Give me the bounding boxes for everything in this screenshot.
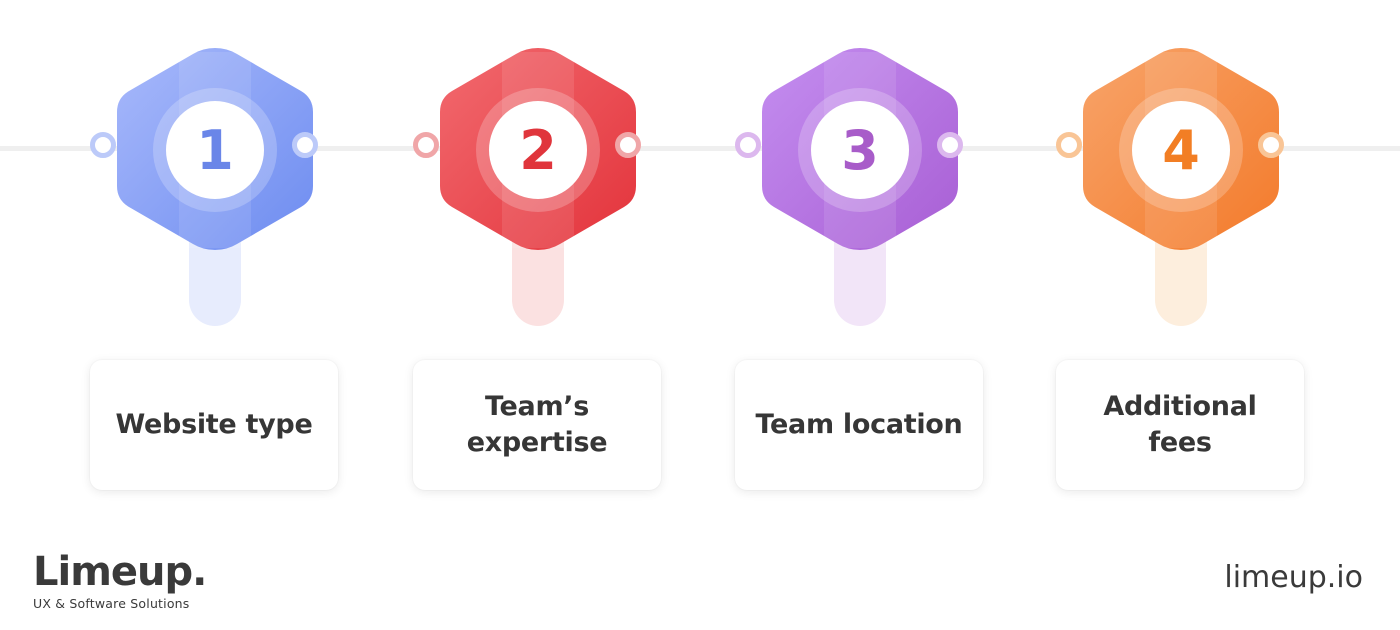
step-number: 1	[196, 118, 234, 182]
step-number: 4	[1162, 118, 1200, 182]
step-card: Team’s expertise	[413, 360, 661, 490]
step-label: Additional fees	[1103, 391, 1257, 458]
step-label: Website type	[115, 409, 313, 440]
step-1: 1 Website type	[90, 0, 340, 500]
hexagon-badge	[117, 48, 313, 250]
step-card: Team location	[735, 360, 983, 490]
hexagon-badge	[762, 48, 958, 250]
step-number: 2	[519, 118, 557, 182]
step-card: Website type	[90, 360, 338, 490]
number-circle	[166, 101, 264, 199]
brand-logo: Limeup. UX & Software Solutions	[33, 548, 207, 611]
step-label: Team’s expertise	[466, 391, 608, 458]
connector-left	[413, 132, 439, 158]
connector-right	[1258, 132, 1284, 158]
connector-right	[937, 132, 963, 158]
site-url: limeup.io	[1224, 560, 1363, 595]
step-2: 2 Team’s expertise	[413, 0, 663, 500]
brand-tagline: UX & Software Solutions	[33, 596, 190, 611]
step-label: Team location	[755, 409, 963, 440]
step-3: 3 Team location	[735, 0, 985, 500]
brand-name: Limeup.	[33, 549, 207, 595]
connector-right	[615, 132, 641, 158]
connector-left	[735, 132, 761, 158]
step-card: Additional fees	[1056, 360, 1304, 490]
hexagon-badge	[440, 48, 636, 250]
number-circle	[1132, 101, 1230, 199]
step-number: 3	[841, 118, 879, 182]
connector-left	[1056, 132, 1082, 158]
number-circle	[811, 101, 909, 199]
step-4: 4 Additional fees	[1056, 0, 1306, 500]
hexagon-badge	[1083, 48, 1279, 250]
connector-right	[292, 132, 318, 158]
number-circle	[489, 101, 587, 199]
connector-left	[90, 132, 116, 158]
timeline-line	[0, 146, 1400, 151]
